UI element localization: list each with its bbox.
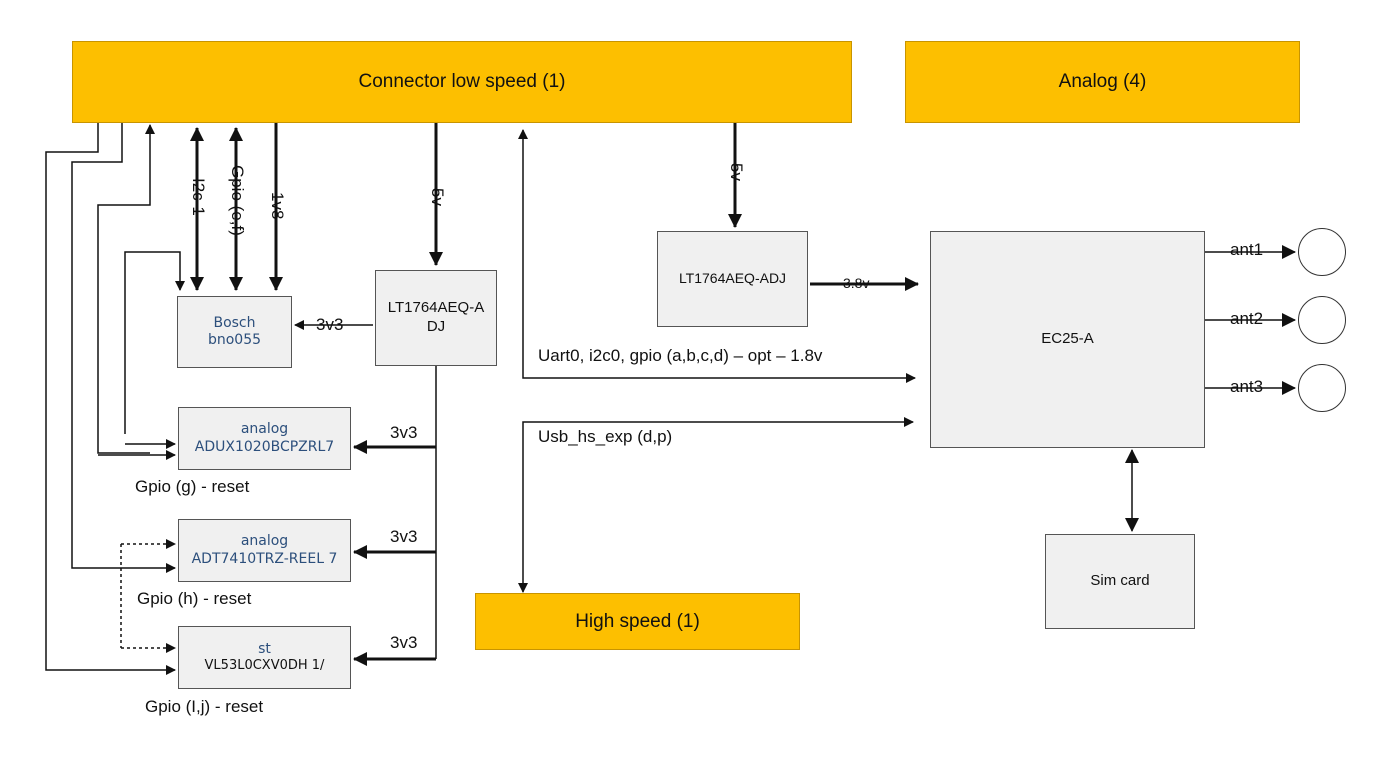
- regulator-left-block: LT1764AEQ-ADJ: [375, 270, 497, 366]
- ant3-circle: [1298, 364, 1346, 412]
- bosch-line2: bno055: [207, 332, 262, 348]
- wire-a: [45, 122, 176, 675]
- ant1-circle: [1298, 228, 1346, 276]
- high-speed-block: High speed (1): [475, 593, 800, 650]
- connector-low-speed-label: Connector low speed (1): [358, 71, 566, 93]
- bosch-feed-line: [124, 251, 185, 434]
- v3v3-vl53-label: 3v3: [390, 633, 418, 652]
- wire-b: [71, 122, 176, 573]
- adt-block: analog ADT7410TRZ-REEL 7: [178, 519, 351, 582]
- v1v8-label: 1v8: [268, 192, 287, 220]
- gpio-ij-label: Gpio (I,j) - reset: [145, 697, 264, 716]
- vl53-block: st VL53L0CXV0DH 1/: [178, 626, 351, 689]
- v3v3-adux-label: 3v3: [390, 423, 418, 442]
- ec25-label: EC25-A: [1041, 330, 1094, 348]
- v5-left-label: 5v: [428, 188, 447, 206]
- v3-8-label: 3.8v: [843, 275, 870, 291]
- adt-line1: analog: [240, 533, 289, 549]
- ant1-label: ant1: [1230, 240, 1264, 259]
- bosch-block: Bosch bno055: [177, 296, 292, 368]
- adux-line2: ADUX1020BCPZRL7: [194, 438, 335, 455]
- adux-line1: analog: [240, 421, 289, 437]
- regulator-right-block: LT1764AEQ-ADJ: [657, 231, 808, 327]
- vl53-line2: VL53L0CXV0DH 1/: [204, 658, 325, 674]
- vl53-line1: st: [258, 640, 271, 657]
- gpio-g-label: Gpio (g) - reset: [135, 477, 250, 496]
- ec25-block: EC25-A: [930, 231, 1205, 448]
- sim-card-block: Sim card: [1045, 534, 1195, 629]
- bosch-line1: Bosch: [213, 314, 256, 331]
- analog-4-label: Analog (4): [1058, 71, 1147, 93]
- regulator-right-label: LT1764AEQ-ADJ: [678, 270, 787, 287]
- v5-right-label: 5v: [727, 163, 746, 181]
- wire-c: [97, 124, 155, 454]
- gpio-ef-label: Gpio (e,f): [228, 165, 247, 236]
- gpio-h-label: Gpio (h) - reset: [137, 589, 252, 608]
- uart-bus-label: Uart0, i2c0, gpio (a,b,c,d) – opt – 1.8v: [538, 346, 823, 365]
- i2c1-label: I2c-1: [189, 178, 208, 216]
- regulator-left-label: LT1764AEQ-ADJ: [387, 299, 485, 335]
- v3v3-bosch-label: 3v3: [316, 315, 344, 334]
- connector-low-speed-block: Connector low speed (1): [72, 41, 852, 123]
- usb-bus-label: Usb_hs_exp (d,p): [538, 427, 673, 446]
- ant2-circle: [1298, 296, 1346, 344]
- v3v3-adt-label: 3v3: [390, 527, 418, 546]
- ant2-label: ant2: [1230, 309, 1264, 328]
- high-speed-label: High speed (1): [575, 610, 700, 632]
- uart-bus-line: [518, 129, 916, 383]
- usb-bus-line: [518, 417, 914, 593]
- analog-4-block: Analog (4): [905, 41, 1300, 123]
- adt-line2: ADT7410TRZ-REEL 7: [191, 550, 338, 567]
- sim-card-label: Sim card: [1090, 572, 1150, 590]
- ant3-label: ant3: [1230, 377, 1264, 396]
- adux-block: analog ADUX1020BCPZRL7: [178, 407, 351, 470]
